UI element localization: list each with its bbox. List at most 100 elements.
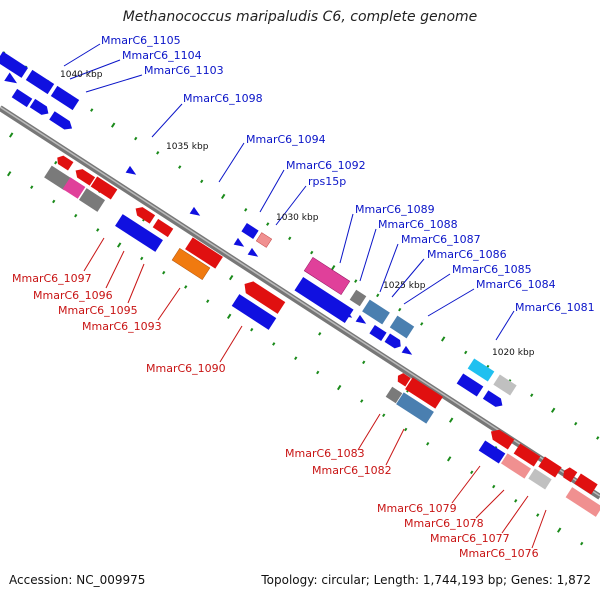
- gene-feature: [500, 453, 532, 479]
- gene-feature: [405, 377, 443, 409]
- gene-feature: [244, 281, 286, 314]
- tick-mark: [272, 342, 276, 346]
- forward-leaders: [63, 43, 515, 341]
- gene-feature: [303, 256, 351, 296]
- accession-text: Accession: NC_009975: [9, 573, 146, 587]
- gene-feature: [341, 308, 353, 318]
- forward-labels: MmarC6_1105 MmarC6_1104 MmarC6_1103 Mmar…: [101, 34, 595, 314]
- gene-label: MmarC6_1098: [183, 92, 263, 105]
- tick-mark: [140, 256, 144, 261]
- tick-mark: [116, 242, 122, 248]
- gene-feature: [482, 390, 503, 407]
- gene-feature: [355, 314, 367, 324]
- gene-feature: [513, 443, 541, 467]
- tick-mark: [354, 279, 358, 283]
- gene-feature: [384, 333, 401, 349]
- tick-mark: [206, 299, 210, 304]
- gene-feature: [385, 386, 403, 404]
- tick-mark: [134, 136, 138, 141]
- tick-mark: [200, 179, 204, 184]
- tick-mark: [470, 470, 474, 475]
- gene-feature: [44, 165, 72, 191]
- tick-mark: [426, 441, 430, 446]
- gene-feature: [538, 456, 562, 478]
- tick-mark: [536, 513, 540, 517]
- gene-label: MmarC6_1082: [312, 464, 392, 477]
- gene-feature: [49, 111, 73, 130]
- tick-mark: [404, 427, 408, 432]
- gene-label: MmarC6_1096: [33, 289, 113, 302]
- gene-feature: [369, 324, 387, 342]
- gene-feature: [25, 69, 55, 95]
- tick-mark: [574, 421, 578, 426]
- gene-label: MmarC6_1088: [378, 218, 458, 231]
- forward-features: [0, 51, 517, 407]
- tick-mark: [294, 356, 298, 361]
- tick-mark: [310, 250, 314, 255]
- tick-mark: [244, 208, 248, 212]
- tick-mark: [6, 171, 12, 177]
- tick-mark: [580, 541, 584, 546]
- gene-feature: [62, 177, 86, 199]
- tick-mark: [440, 336, 446, 342]
- tick-mark: [464, 350, 468, 355]
- tick-mark: [184, 285, 188, 289]
- tick-mark: [448, 417, 454, 423]
- gene-feature: [490, 429, 515, 450]
- tick-mark: [362, 360, 366, 365]
- tick-mark: [492, 484, 496, 489]
- reverse-leaders: [83, 237, 547, 549]
- gene-feature: [456, 373, 484, 397]
- gene-feature: [78, 188, 106, 212]
- gene-feature: [397, 373, 411, 387]
- gene-label: MmarC6_1097: [12, 272, 92, 285]
- tick-mark: [336, 384, 342, 391]
- tick-mark: [90, 108, 94, 112]
- gene-feature: [185, 237, 223, 269]
- gene-feature: [50, 85, 80, 111]
- gene-label: MmarC6_1104: [122, 49, 202, 62]
- gene-feature: [125, 165, 137, 175]
- gene-feature: [29, 98, 49, 115]
- tick-mark: [156, 151, 160, 155]
- gene-feature: [115, 214, 163, 252]
- gene-label: MmarC6_1079: [377, 502, 457, 515]
- tick-mark: [74, 213, 78, 218]
- gene-label: rps15p: [308, 175, 346, 188]
- tick-mark: [556, 527, 562, 533]
- gene-feature: [57, 155, 74, 171]
- gene-label: MmarC6_1094: [246, 133, 326, 146]
- tick-mark: [30, 185, 34, 189]
- gene-feature: [11, 88, 33, 108]
- gene-feature: [294, 276, 354, 324]
- gene-label: MmarC6_1103: [144, 64, 224, 77]
- tick-mark: [54, 160, 58, 165]
- gene-feature: [171, 247, 211, 281]
- gene-feature: [233, 237, 245, 247]
- gene-feature: [396, 392, 434, 424]
- tick-mark: [360, 399, 364, 403]
- gene-label: MmarC6_1095: [58, 304, 138, 317]
- gene-feature: [563, 467, 578, 483]
- tick-mark: [550, 407, 556, 413]
- map-title: Methanococcus maripaludis C6, complete g…: [122, 9, 478, 25]
- reverse-features: [44, 155, 600, 517]
- gene-label: MmarC6_1089: [355, 203, 435, 216]
- tick-mark: [110, 122, 116, 128]
- gene-feature: [528, 468, 552, 490]
- topology-text: Topology: circular; Length: 1,744,193 bp…: [261, 573, 591, 587]
- gene-feature: [478, 440, 506, 464]
- reverse-labels: MmarC6_1097 MmarC6_1096 MmarC6_1095 Mmar…: [12, 272, 539, 560]
- gene-label: MmarC6_1077: [430, 532, 510, 545]
- scale-label: 1035 kbp: [166, 142, 209, 152]
- gene-feature: [90, 176, 118, 200]
- gene-feature: [247, 247, 259, 257]
- gene-label: MmarC6_1087: [401, 233, 481, 246]
- gene-feature: [75, 169, 96, 186]
- gene-label: MmarC6_1084: [476, 278, 556, 291]
- gene-feature: [349, 289, 367, 307]
- gene-feature: [231, 294, 277, 330]
- gene-label: MmarC6_1093: [82, 320, 162, 333]
- tick-mark: [530, 393, 534, 397]
